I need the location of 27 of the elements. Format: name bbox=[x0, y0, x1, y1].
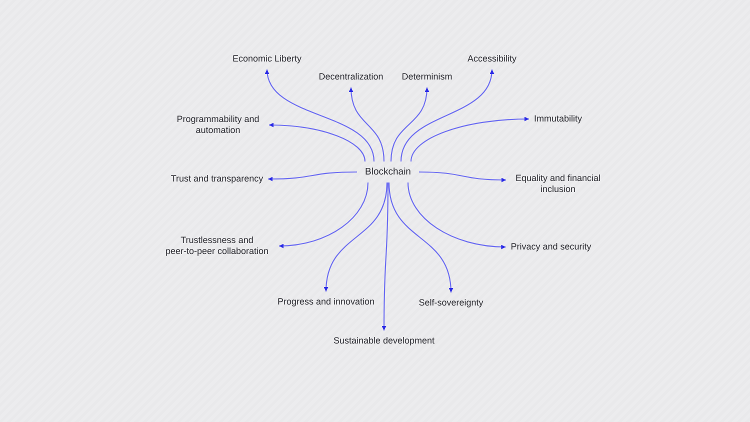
concept-label: Sustainable development bbox=[333, 336, 435, 346]
arrow bbox=[382, 182, 389, 330]
concept-label: Trustlessness and peer-to-peer collaboration bbox=[160, 235, 274, 257]
concept-label: Progress and innovation bbox=[277, 296, 375, 308]
arrow bbox=[349, 87, 385, 162]
arrow bbox=[266, 69, 375, 162]
concept-label: Immutability bbox=[534, 114, 582, 124]
concept-label: Privacy and security bbox=[510, 242, 592, 252]
arrow bbox=[390, 87, 429, 162]
concept-label: Programmability and automation bbox=[172, 114, 264, 136]
concept-label: Trust and transparency bbox=[170, 174, 264, 184]
arrow bbox=[324, 182, 388, 292]
concept-label: Decentralization bbox=[318, 72, 384, 82]
concept-label: Accessibility bbox=[468, 54, 516, 64]
arrow bbox=[419, 171, 506, 182]
concept-label: Equality and financial inclusion bbox=[511, 173, 605, 195]
arrow bbox=[278, 182, 369, 248]
arrow bbox=[410, 116, 530, 162]
concept-label: Self-sovereignty bbox=[418, 298, 484, 308]
concept-label: Economic Liberty bbox=[232, 54, 302, 64]
concept-label: Determinism bbox=[402, 72, 452, 82]
arrow bbox=[388, 182, 453, 293]
arrow bbox=[268, 122, 366, 162]
arrow bbox=[407, 182, 506, 250]
arrow bbox=[400, 69, 494, 162]
arrow bbox=[268, 171, 357, 182]
central-topic: Blockchain bbox=[365, 166, 411, 178]
